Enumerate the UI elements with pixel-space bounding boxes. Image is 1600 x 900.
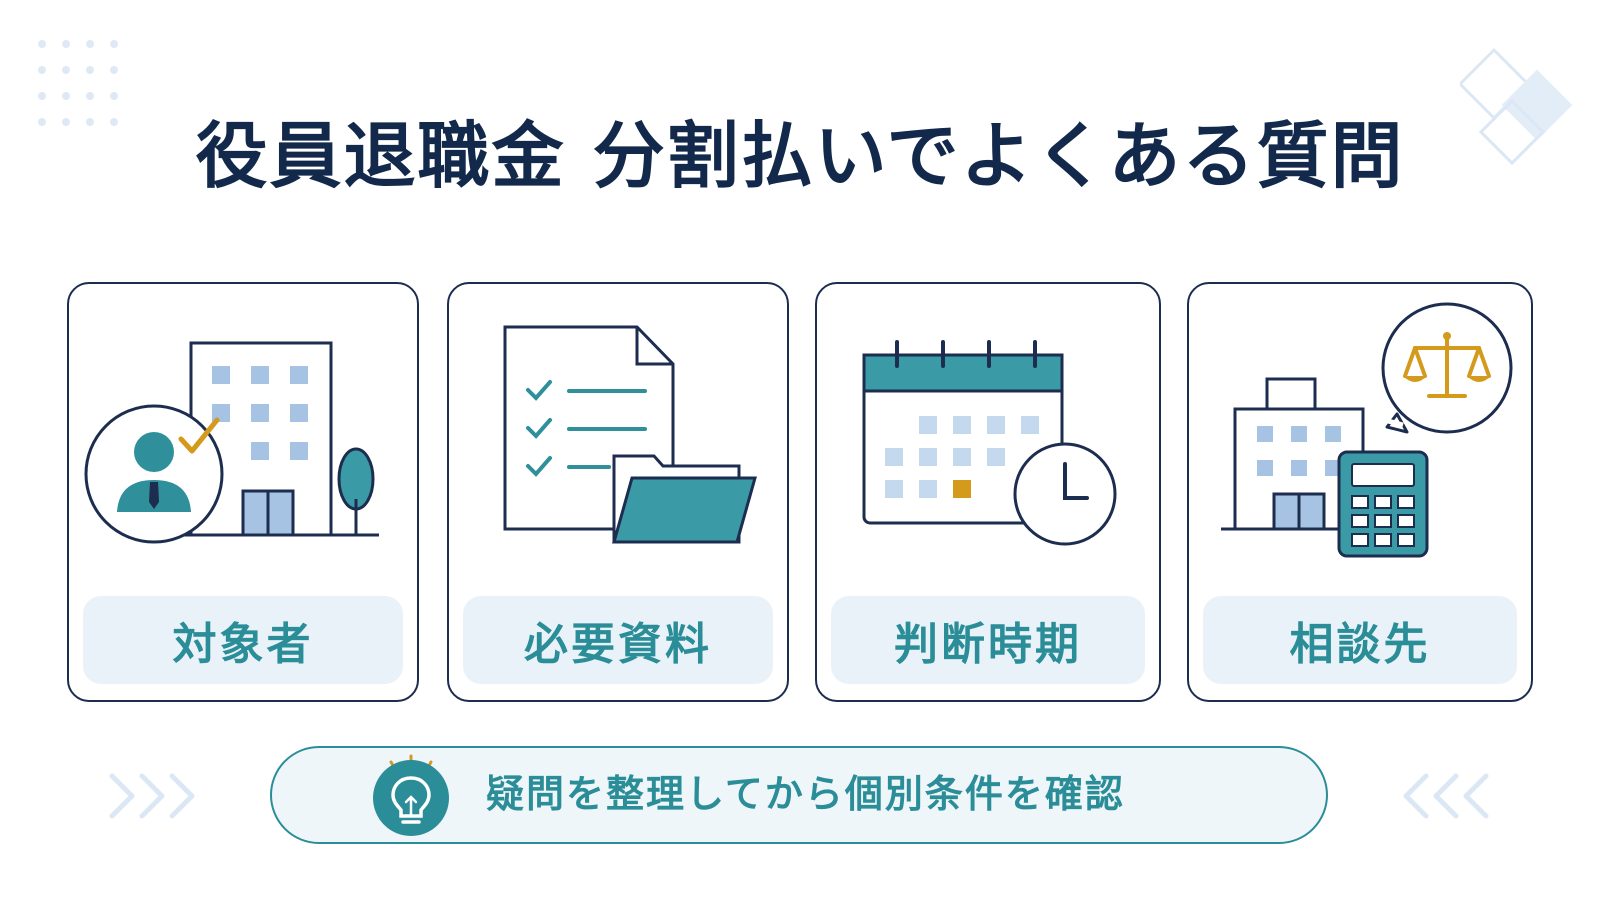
card-label: 相談先 — [1203, 596, 1517, 684]
summary-banner: 疑問を整理してから個別条件を確認 — [270, 746, 1328, 844]
dot-grid-decoration — [38, 40, 118, 126]
office-calculator-scale-icon — [1221, 302, 1513, 558]
chevron-left-decoration-icon — [1403, 773, 1489, 819]
card-label: 必要資料 — [463, 596, 773, 684]
chevron-right-decoration-icon — [109, 773, 195, 819]
diamond-decoration — [1460, 47, 1573, 165]
executive-building-icon — [84, 341, 379, 544]
card-required-documents[interactable]: 必要資料 — [447, 282, 789, 702]
card-decision-timing[interactable]: 判断時期 — [815, 282, 1161, 702]
document-folder-icon — [503, 325, 757, 544]
card-label: 判断時期 — [831, 596, 1145, 684]
card-consultation[interactable]: 相談先 — [1187, 282, 1533, 702]
page-title: 役員退職金 分割払いでよくある質問 — [195, 114, 1405, 198]
card-target-person[interactable]: 対象者 — [67, 282, 419, 702]
card-label: 対象者 — [83, 596, 403, 684]
banner-text: 疑問を整理してから個別条件を確認 — [486, 772, 1125, 816]
lightbulb-icon — [373, 754, 449, 836]
calendar-clock-icon — [862, 340, 1117, 546]
